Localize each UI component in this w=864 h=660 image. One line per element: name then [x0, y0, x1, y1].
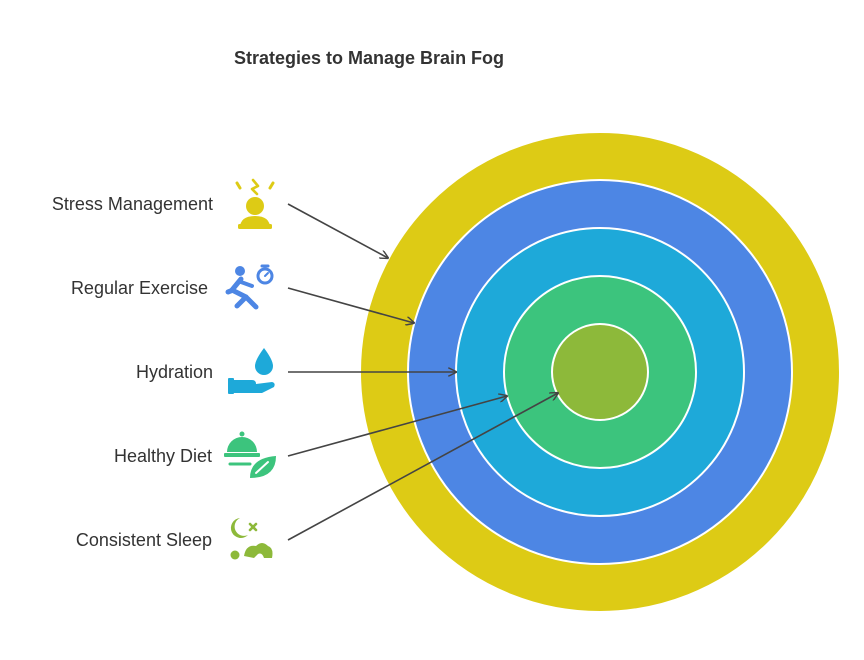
label-stress-management: Stress Management	[52, 194, 213, 214]
label-hydration: Hydration	[136, 362, 213, 382]
page-title: Strategies to Manage Brain Fog	[234, 48, 505, 68]
running-stopwatch-icon	[225, 264, 274, 310]
arrow-consistent-sleep	[287, 393, 558, 541]
stressed-person-icon	[235, 178, 275, 229]
arrow-healthy-diet	[287, 396, 507, 457]
cloche-leaf-icon	[224, 431, 276, 478]
label-regular-exercise: Regular Exercise	[71, 278, 208, 298]
label-consistent-sleep: Consistent Sleep	[76, 530, 212, 550]
sleeping-person-icon	[230, 518, 273, 560]
arrow-regular-exercise	[287, 287, 414, 323]
ring-core	[551, 323, 649, 421]
water-drop-hand-icon	[228, 348, 275, 394]
label-healthy-diet: Healthy Diet	[114, 446, 212, 466]
arrow-stress-management	[287, 203, 388, 258]
